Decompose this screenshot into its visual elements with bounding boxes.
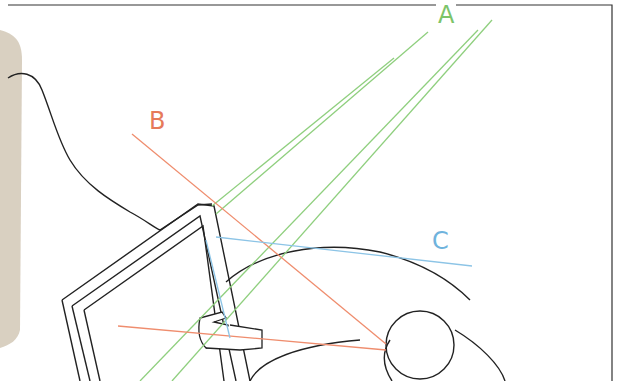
desk-edge	[226, 247, 470, 300]
wall-panel	[0, 30, 22, 348]
frame	[8, 5, 612, 381]
hand	[199, 312, 262, 350]
monitor	[62, 204, 250, 381]
line-letter: B	[147, 108, 167, 134]
line-letter: A	[436, 2, 456, 28]
line-letter: C	[430, 228, 451, 254]
ear	[384, 340, 392, 381]
sight-line-a	[140, 20, 492, 381]
shoulder	[455, 330, 505, 381]
silhouette	[8, 74, 212, 230]
head	[386, 311, 454, 379]
sight-line-b	[118, 134, 386, 350]
